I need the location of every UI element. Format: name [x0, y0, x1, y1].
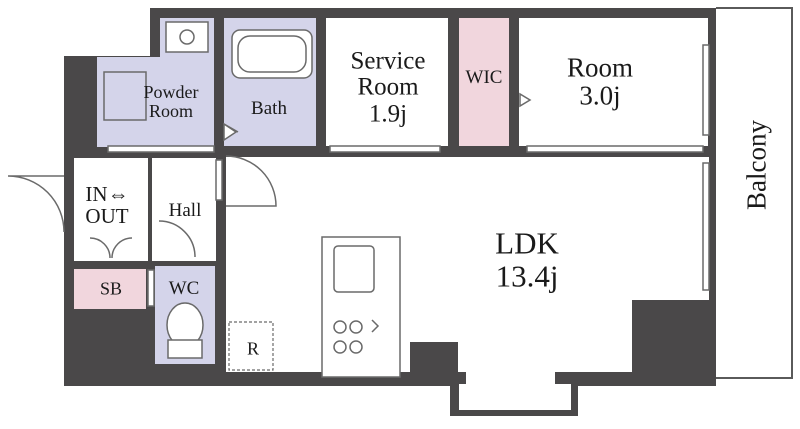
- bay-window-floor: [459, 384, 571, 410]
- wc-label: WC: [168, 278, 200, 300]
- kitchen-counter: [321, 236, 401, 378]
- sb-label: SB: [99, 278, 123, 299]
- entrance-label: IN⇔OUT: [85, 181, 129, 228]
- bath-label: Bath: [251, 98, 287, 120]
- powder-sink: [103, 21, 209, 121]
- bathtub: [223, 29, 313, 133]
- service-room-area: [326, 18, 448, 146]
- sliding-doors: [107, 44, 710, 307]
- fridge-label: R: [246, 338, 260, 359]
- sb-area: [74, 269, 146, 309]
- balcony-area: [716, 7, 793, 379]
- hall-label: Hall: [168, 200, 202, 222]
- toilet: [166, 302, 204, 359]
- hall-area: [152, 158, 216, 261]
- fridge-space: [228, 321, 274, 371]
- room-entry-arrows: [223, 92, 532, 142]
- door-swings: [7, 155, 277, 259]
- wic-area: [459, 18, 509, 146]
- wic-label: WIC: [465, 67, 503, 89]
- ldk-wall-pier: [410, 342, 458, 372]
- balcony-label: Balcony: [741, 120, 772, 210]
- entrance-area: [74, 158, 148, 261]
- room-area: [519, 18, 708, 146]
